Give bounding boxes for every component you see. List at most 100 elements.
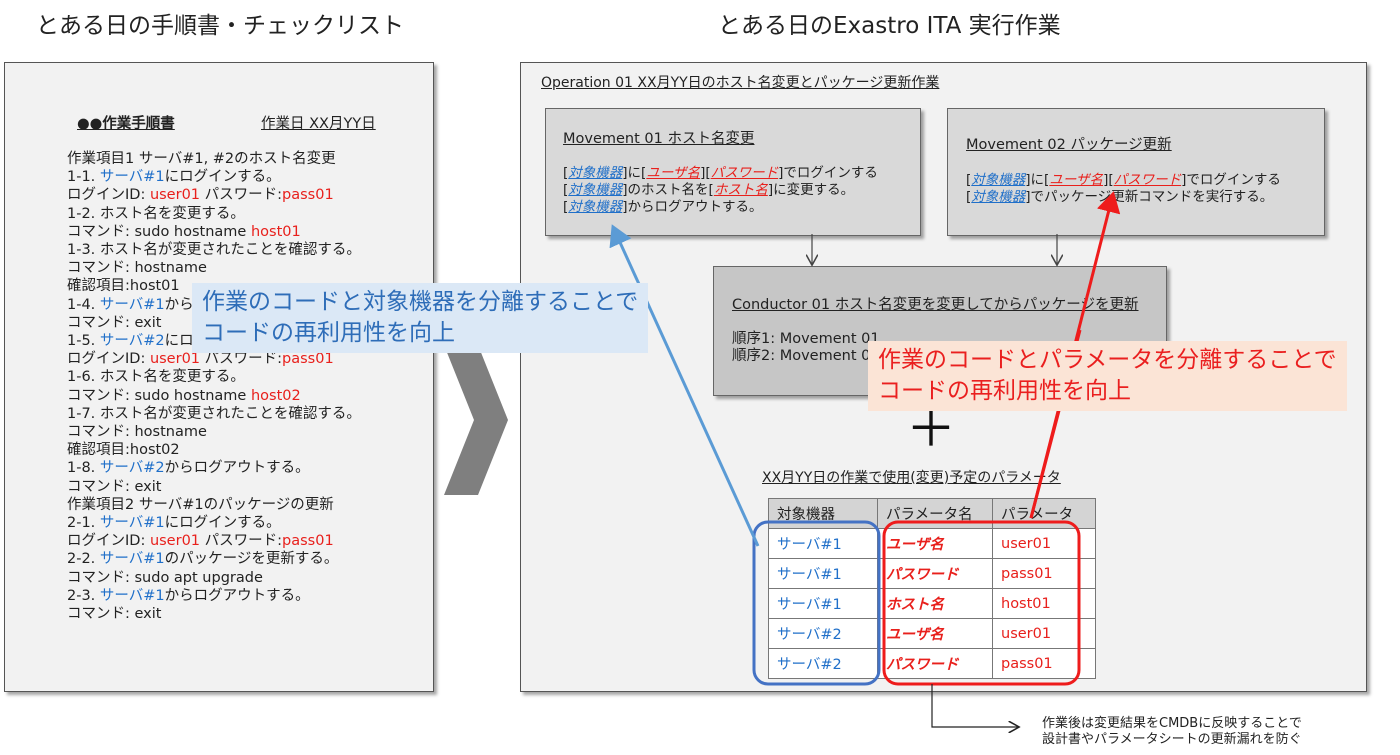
doc-step-segment: user01: [149, 533, 201, 550]
doc-step-segment: パスワード:: [200, 533, 283, 550]
doc-step-segment: からログアウトする。: [164, 460, 310, 477]
doc-step-segment: 1-1.: [67, 169, 100, 186]
doc-step-segment: パスワード:: [200, 187, 283, 204]
doc-step-segment: 確認項目:host02: [67, 442, 180, 459]
movement-02-step-segment: [: [966, 172, 972, 188]
movement-01-step-segment: ユーザ名: [646, 165, 701, 181]
doc-step-line: 2-1. サーバ#1にログインする。: [67, 514, 361, 532]
doc-step-segment: コマンド: hostname: [67, 424, 207, 441]
plus-sign: ＋: [906, 400, 956, 458]
red-callout-line-2: コードの再利用性を向上: [878, 378, 1131, 404]
movement-02-step-segment: ][: [1103, 172, 1114, 188]
flow-chevron-icon: [444, 345, 508, 495]
doc-step-segment: ログインID:: [67, 533, 150, 550]
movement-02-step-line: [対象機器]に[ユーザ名][パスワード]でログインする: [966, 172, 1281, 189]
doc-step-segment: サーバ#1: [99, 169, 165, 186]
doc-step-segment: サーバ#1: [99, 296, 165, 313]
doc-step-segment: user01: [149, 351, 201, 368]
doc-step-line: コマンド: hostname: [67, 423, 361, 441]
blue-callout-line-1: 作業のコードと対象機器を分離することで: [202, 289, 639, 315]
doc-step-line: ログインID: user01 パスワード:pass01: [67, 532, 361, 550]
doc-step-segment: にログインする。: [164, 515, 281, 532]
target-cell: サーバ#1: [768, 588, 878, 619]
doc-step-line: コマンド: hostname: [67, 259, 361, 277]
movement-02-box: Movement 02 パッケージ更新 [対象機器]に[ユーザ名][パスワード]…: [947, 108, 1325, 236]
doc-step-segment: 1-6. ホスト名を変更する。: [67, 369, 245, 386]
movement-01-step-segment: ]でログインする: [778, 165, 878, 181]
doc-step-segment: のパッケージを更新する。: [164, 551, 339, 568]
param-name-cell: パスワード: [877, 648, 993, 679]
movement-01-step-segment: [: [563, 182, 569, 198]
doc-step-segment: 2-1.: [67, 515, 100, 532]
doc-step-line: コマンド: sudo apt upgrade: [67, 569, 361, 587]
doc-step-line: 2-2. サーバ#1のパッケージを更新する。: [67, 550, 361, 568]
movement-02-step-segment: 対象機器: [971, 172, 1026, 188]
doc-step-segment: pass01: [282, 351, 334, 368]
movement-02-step-segment: ]でパッケージ更新コマンドを実行する。: [1025, 189, 1274, 205]
doc-step-segment: ログインID:: [67, 187, 150, 204]
doc-step-segment: 1-5.: [67, 333, 100, 350]
doc-step-segment: コマンド: exit: [67, 314, 162, 331]
doc-step-line: コマンド: exit: [67, 478, 361, 496]
col-header-param-value: パラメータ: [992, 498, 1096, 529]
movement-02-steps: [対象機器]に[ユーザ名][パスワード]でログインする[対象機器]でパッケージ更…: [966, 172, 1281, 206]
cmdb-note: 作業後は変更結果をCMDBに反映することで 設計書やパラメータシートの更新漏れを…: [1042, 716, 1302, 748]
movement-01-step-segment: ]からログアウトする。: [622, 199, 763, 215]
movement-01-step-segment: 対象機器: [568, 199, 623, 215]
conductor-order-2: 順序2: Movement 02: [732, 348, 880, 364]
doc-step-segment: pass01: [282, 533, 334, 550]
doc-title: ●●作業手順書: [77, 116, 175, 132]
doc-step-line: 2-3. サーバ#1からログアウトする。: [67, 587, 361, 605]
movement-01-step-segment: ][: [700, 165, 711, 181]
doc-step-line: 1-1. サーバ#1にログインする。: [67, 168, 361, 186]
doc-step-segment: パスワード:: [200, 351, 283, 368]
doc-date: 作業日 XX月YY日: [261, 116, 376, 132]
doc-step-segment: にログインする。: [164, 169, 281, 186]
blue-callout: 作業のコードと対象機器を分離することで コードの再利用性を向上: [192, 283, 649, 353]
movement-01-step-segment: 対象機器: [568, 165, 623, 181]
doc-step-line: ログインID: user01 パスワード:pass01: [67, 186, 361, 204]
doc-step-segment: サーバ#1: [99, 551, 165, 568]
red-callout: 作業のコードとパラメータを分離することで コードの再利用性を向上: [868, 341, 1347, 411]
movement-01-step-segment: [: [563, 199, 569, 215]
param-name-cell: ホスト名: [877, 588, 993, 619]
col-header-param-name: パラメータ名: [877, 498, 993, 529]
param-name-cell: パスワード: [877, 558, 993, 589]
param-value-cell: user01: [992, 528, 1096, 559]
doc-step-line: コマンド: sudo hostname host01: [67, 223, 361, 241]
doc-step-segment: user01: [149, 187, 201, 204]
param-value-cell: pass01: [992, 558, 1096, 589]
movement-01-step-line: [対象機器]に[ユーザ名][パスワード]でログインする: [563, 165, 878, 182]
operation-title: Operation 01 XX月YY日のホスト名変更とパッケージ更新作業: [541, 75, 940, 91]
doc-step-segment: ログインID:: [67, 351, 150, 368]
movement-01-step-segment: ホスト名: [713, 182, 768, 198]
doc-step-segment: pass01: [282, 187, 334, 204]
doc-step-segment: host02: [250, 387, 301, 404]
doc-step-segment: 確認項目:host01: [67, 278, 180, 295]
movement-01-box: Movement 01 ホスト名変更 [対象機器]に[ユーザ名][パスワード]で…: [545, 108, 921, 236]
doc-step-segment: 作業項目1 サーバ#1, #2のホスト名変更: [67, 151, 336, 167]
movement-02-title: Movement 02 パッケージ更新: [966, 137, 1172, 153]
movement-01-step-segment: ]に[: [622, 165, 647, 181]
doc-step-line: 作業項目2 サーバ#1のパッケージの更新: [67, 496, 361, 514]
target-cell: サーバ#2: [768, 648, 878, 679]
cmdb-note-line-2: 設計書やパラメータシートの更新漏れを防ぐ: [1042, 732, 1302, 747]
movement-01-step-segment: [: [563, 165, 569, 181]
doc-step-segment: 2-2.: [67, 551, 100, 568]
movement-02-step-line: [対象機器]でパッケージ更新コマンドを実行する。: [966, 189, 1281, 206]
doc-step-segment: 作業項目2 サーバ#1のパッケージの更新: [67, 496, 334, 513]
doc-step-segment: サーバ#1: [99, 515, 165, 532]
doc-step-segment: 1-3. ホスト名が変更されたことを確認する。: [67, 242, 361, 259]
doc-step-line: 1-3. ホスト名が変更されたことを確認する。: [67, 241, 361, 259]
doc-step-segment: 1-2. ホスト名を変更する。: [67, 205, 245, 222]
doc-step-segment: コマンド: sudo apt upgrade: [67, 569, 263, 586]
doc-step-segment: からログアウトする。: [164, 587, 310, 604]
doc-step-segment: 1-4.: [67, 296, 100, 313]
movement-02-step-segment: ]でログインする: [1181, 172, 1281, 188]
movement-02-step-segment: パスワード: [1113, 172, 1182, 188]
doc-step-segment: サーバ#2: [99, 460, 165, 477]
doc-step-line: 1-6. ホスト名を変更する。: [67, 368, 361, 386]
